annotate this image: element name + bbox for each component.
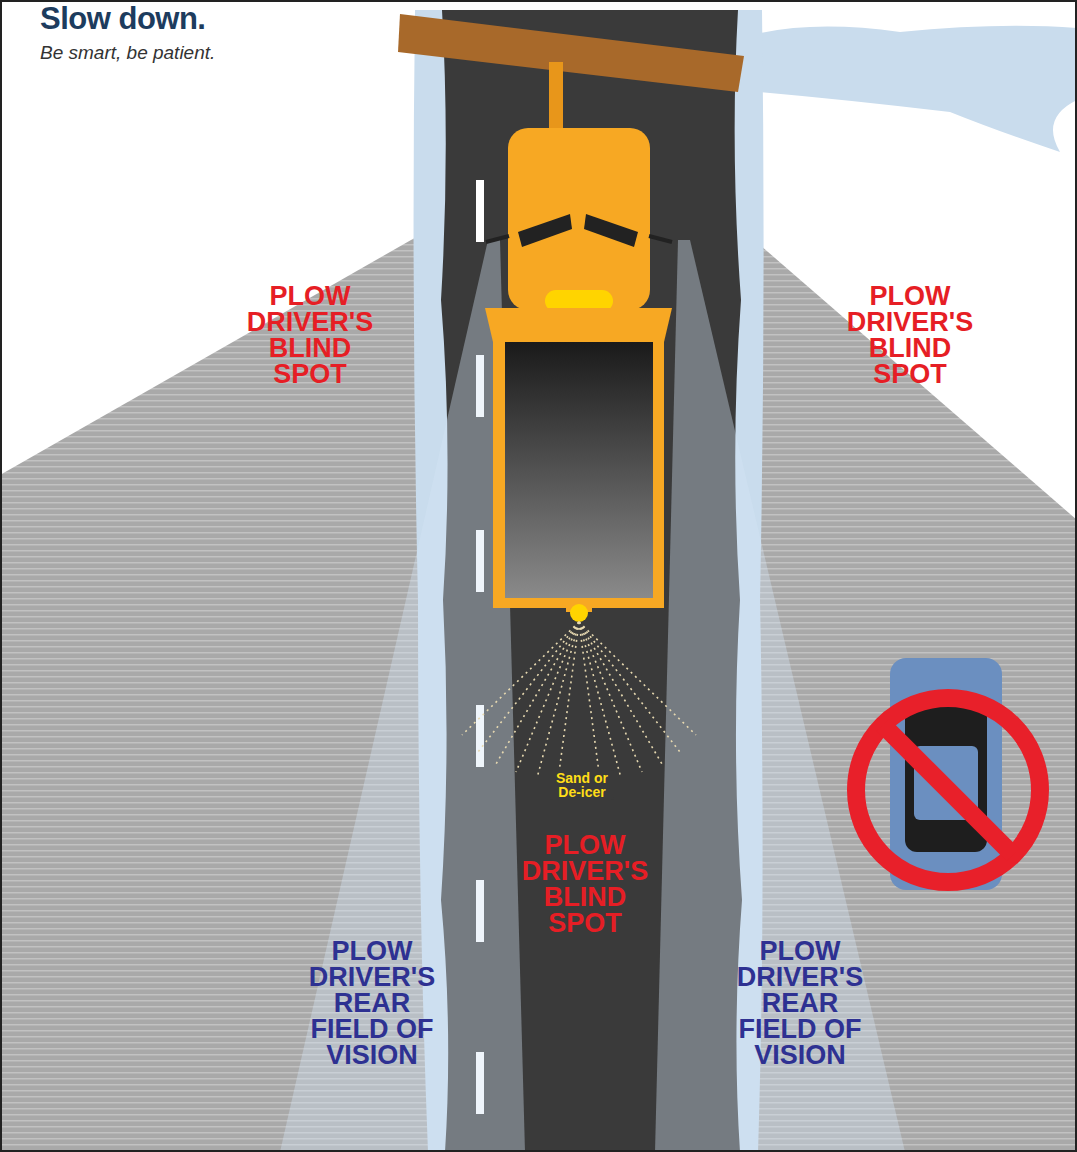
windshield (584, 214, 638, 247)
snow-cloud (735, 26, 1077, 152)
subtitle: Be smart, be patient. (40, 42, 215, 64)
windshield (518, 214, 572, 247)
blind-spot-label: PLOW DRIVER'S BLIND SPOT (240, 283, 380, 387)
truck-cab (508, 128, 650, 310)
blind-spot-label: PLOW DRIVER'S BLIND SPOT (515, 832, 655, 936)
rear-vision-cone (655, 240, 905, 1152)
blade-arm (549, 62, 563, 134)
spreader-label: Sand or De-icer (550, 770, 614, 800)
truck-bed (505, 342, 653, 598)
prohibition-slash (883, 725, 1013, 855)
plow-blade (398, 14, 744, 92)
lane-dash (476, 180, 484, 242)
title: Slow down. (40, 2, 206, 36)
rear-light (570, 604, 588, 622)
truck-body (493, 330, 664, 608)
spread-pattern (462, 622, 696, 780)
mirror (486, 236, 509, 242)
blind-spot-label: PLOW DRIVER'S BLIND SPOT (840, 283, 980, 387)
prohibition-sign (856, 698, 1040, 882)
rear-vision-label: PLOW DRIVER'S REAR FIELD OF VISION (730, 938, 870, 1068)
rear-vision-label: PLOW DRIVER'S REAR FIELD OF VISION (302, 938, 442, 1068)
mirror (649, 236, 672, 242)
